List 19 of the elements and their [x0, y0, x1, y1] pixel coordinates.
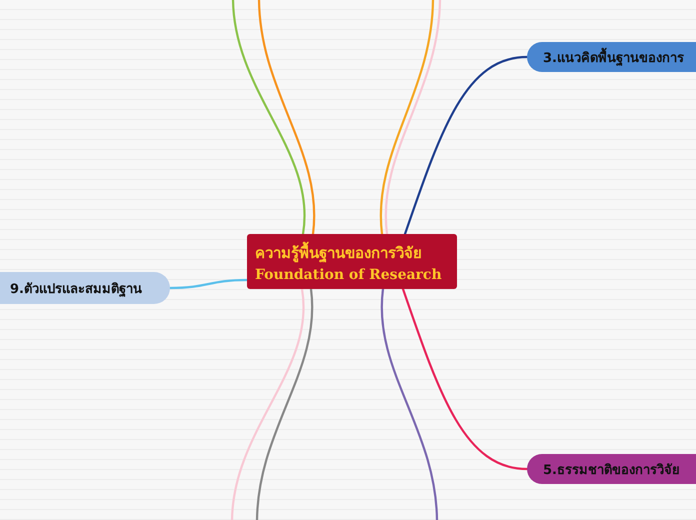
connector-line — [404, 56, 528, 236]
central-topic-subtitle: Foundation of Research — [255, 266, 443, 282]
connector-line — [256, 288, 314, 520]
topic-pill — [527, 454, 696, 484]
connector-line — [380, 0, 434, 236]
connector-line — [258, 0, 316, 236]
connector-line — [230, 288, 305, 520]
topic-label: 9.ตัวแปรและสมมติฐาน — [10, 280, 142, 298]
central-topic-title: ความรู้พื้นฐานของการวิจัย — [255, 240, 423, 264]
central-topic-box — [247, 234, 457, 289]
connector-line — [402, 288, 528, 470]
topic-pill — [0, 272, 170, 304]
connector-line — [232, 0, 306, 236]
connector-line — [384, 0, 442, 236]
topic-label: 3.แนวคิดพื้นฐานของการ — [543, 46, 684, 68]
connector-line — [168, 278, 248, 290]
connector-line — [380, 288, 438, 520]
topic-pill — [527, 42, 696, 72]
topic-label: 5.ธรรมชาติของการวิจัย — [543, 462, 680, 480]
